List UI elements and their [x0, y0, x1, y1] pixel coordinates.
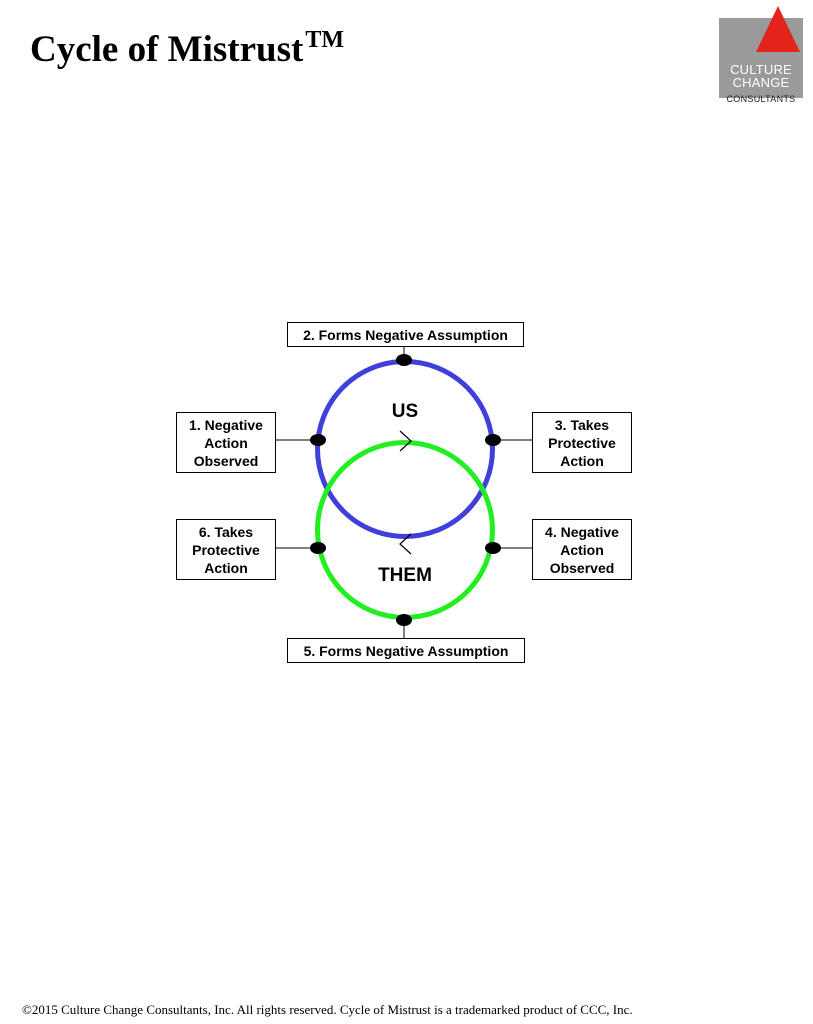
- step-1-box: 1. Negative Action Observed: [176, 412, 276, 473]
- step-3-box: 3. Takes Protective Action: [532, 412, 632, 473]
- connector-lines: [276, 347, 532, 638]
- node-step-3: [485, 434, 501, 446]
- step-4-line-1: 4. Negative: [545, 523, 619, 540]
- logo-triangle-icon: [756, 6, 800, 52]
- us-circle: [315, 359, 495, 539]
- step-6-line-1: 6. Takes: [198, 523, 254, 540]
- logo-text-line2: CHANGE: [732, 75, 790, 90]
- step-4-line-2: Action: [560, 541, 604, 558]
- node-step-1: [310, 434, 326, 446]
- step-2-box: 2. Forms Negative Assumption: [287, 322, 524, 347]
- step-4-line-3: Observed: [549, 559, 615, 576]
- step-1-line-2: Action: [204, 434, 248, 451]
- them-label: THEM: [378, 565, 432, 586]
- copyright-footer: ©2015 Culture Change Consultants, Inc. A…: [22, 1002, 633, 1017]
- us-label: US: [391, 401, 419, 422]
- logo-text-line1: CULTURE: [730, 62, 792, 77]
- step-4-box: 4. Negative Action Observed: [532, 519, 632, 580]
- step-1-line-1: 1. Negative: [189, 416, 263, 433]
- step-5-text: 5. Forms Negative Assumption: [303, 642, 509, 659]
- step-6-box: 6. Takes Protective Action: [176, 519, 276, 580]
- logo-text-line3: CONSULTANTS: [726, 94, 796, 104]
- node-step-4: [485, 542, 501, 554]
- arrow-right-icon: [399, 430, 412, 452]
- step-6-line-3: Action: [204, 559, 248, 576]
- node-step-2: [396, 354, 412, 366]
- title-text: Cycle of Mistrust: [30, 29, 304, 70]
- arrow-left-icon: [399, 533, 412, 555]
- step-3-line-2: Protective: [548, 434, 616, 451]
- step-5-box: 5. Forms Negative Assumption: [287, 638, 525, 663]
- step-6-line-2: Protective: [192, 541, 260, 558]
- step-3-line-3: Action: [560, 452, 604, 469]
- them-circle: [315, 440, 495, 620]
- node-step-6: [310, 542, 326, 554]
- page-title: Cycle of MistrustTM: [30, 28, 344, 68]
- node-step-5: [396, 614, 412, 626]
- trademark-mark: TM: [305, 27, 344, 53]
- step-2-text: 2. Forms Negative Assumption: [303, 326, 508, 343]
- company-logo: CULTURE CHANGE CONSULTANTS: [719, 6, 804, 104]
- step-1-line-3: Observed: [193, 452, 259, 469]
- step-3-line-1: 3. Takes: [554, 416, 610, 433]
